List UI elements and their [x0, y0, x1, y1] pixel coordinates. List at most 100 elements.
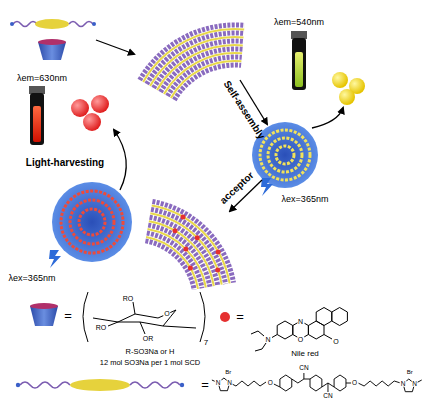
assembly-fan [145, 202, 233, 290]
guest-structure [230, 381, 266, 386]
nile-red-structure [316, 308, 332, 326]
assembly-fan [173, 214, 221, 272]
green-vial [291, 31, 307, 90]
red-nanoparticles [71, 95, 109, 131]
excitation-label: λex=365nm [281, 195, 330, 204]
atom-label: O [297, 336, 304, 343]
atom-label: RO [95, 324, 108, 331]
donor-vesicle [260, 130, 310, 180]
guest-structure [327, 383, 328, 392]
assembly-fan [145, 202, 233, 290]
atom-label: N [215, 380, 222, 387]
atom-label: N [400, 381, 407, 388]
nile-red-structure [277, 321, 293, 339]
process-arrow [96, 40, 134, 54]
guest-icon [92, 22, 96, 26]
green-vial [292, 38, 306, 90]
atom-label: Br [406, 369, 414, 375]
glucose-structure [200, 292, 205, 342]
host-cup [38, 39, 66, 60]
host-cup [38, 39, 66, 45]
red-nanoparticles [91, 95, 109, 113]
atom-label: N [264, 336, 271, 343]
glucose-structure [83, 292, 205, 342]
guest-icon [69, 22, 93, 27]
atom-label: OR [142, 335, 155, 342]
donor-vesicle [260, 130, 310, 180]
glucose-structure [163, 326, 196, 328]
assembly-fan [152, 202, 233, 283]
atom-label: Br [224, 369, 232, 375]
assembly-fan [215, 267, 220, 272]
acceptor-vesicle [70, 200, 114, 244]
subscript-number: 7 [203, 339, 209, 347]
assembly-fan [150, 213, 221, 284]
red-nanoparticles [83, 113, 101, 131]
donor-vesicle [276, 146, 294, 164]
curved-arrow [312, 108, 343, 128]
acceptor-vesicle [61, 191, 123, 253]
glucose-structure [83, 292, 88, 342]
assembly-fan [143, 29, 244, 82]
process-label: acceptor [218, 169, 257, 206]
emission-label: λem=540nm [273, 18, 325, 27]
acceptor-vesicle [61, 191, 123, 253]
assembly-fan [181, 214, 186, 219]
atom-label: CN [322, 393, 333, 400]
guest-icon [20, 382, 70, 388]
nile-red-structure [251, 308, 347, 352]
compound-name: Nile red [290, 350, 320, 358]
acceptor-vesicle [79, 209, 105, 235]
red-vial [33, 106, 41, 142]
guest-structure [280, 375, 292, 391]
red-nanoparticles [71, 99, 89, 117]
guest-structure [334, 375, 346, 391]
process-label: Light-harvesting [25, 158, 105, 168]
green-vial [291, 31, 307, 39]
acceptor-vesicle [52, 182, 132, 262]
equals-sign: = [235, 310, 245, 323]
glucose-structure [93, 318, 118, 322]
atom-label: CN [298, 365, 309, 372]
assembly-fan [188, 266, 193, 271]
guest-structure [303, 373, 304, 379]
assembly-fan [148, 229, 206, 287]
red-vial [29, 86, 45, 145]
glucose-structure [108, 322, 118, 326]
atom-label: N [297, 318, 304, 325]
assembly-fan [146, 205, 230, 289]
curved-arrow [114, 130, 126, 190]
red-vial [29, 86, 45, 94]
guest-icon [180, 383, 184, 387]
donor-vesicle [268, 138, 302, 172]
glucose-structure [140, 322, 145, 334]
emission-label: λem=630nm [16, 74, 68, 83]
nile-red-structure [251, 331, 264, 336]
nile-red-structure [324, 335, 332, 340]
nile-red-structure [272, 335, 277, 338]
equals-sign: = [63, 309, 73, 322]
assembly-fan [195, 235, 200, 240]
guest-structure [212, 373, 422, 392]
guest-structure [274, 384, 280, 387]
equals-sign: = [200, 378, 210, 391]
assembly-fan [146, 237, 198, 289]
assembly-fan [147, 233, 202, 288]
atom-label: O [351, 380, 358, 387]
glucose-structure [133, 302, 135, 314]
atom-label: O [332, 338, 339, 345]
guest-icon [16, 379, 184, 391]
assembly-fan [216, 250, 221, 255]
assembly-fan [152, 205, 230, 283]
legend-note: R-SO3Na or H [125, 348, 176, 356]
guest-icon [16, 383, 20, 387]
guest-structure [358, 381, 403, 386]
red-vial [30, 93, 44, 145]
guest-icon [10, 19, 96, 29]
guest-icon [70, 379, 130, 391]
yellow-nanoparticles [332, 72, 365, 105]
guest-structure [310, 375, 322, 391]
yellow-nanoparticles [339, 89, 355, 105]
